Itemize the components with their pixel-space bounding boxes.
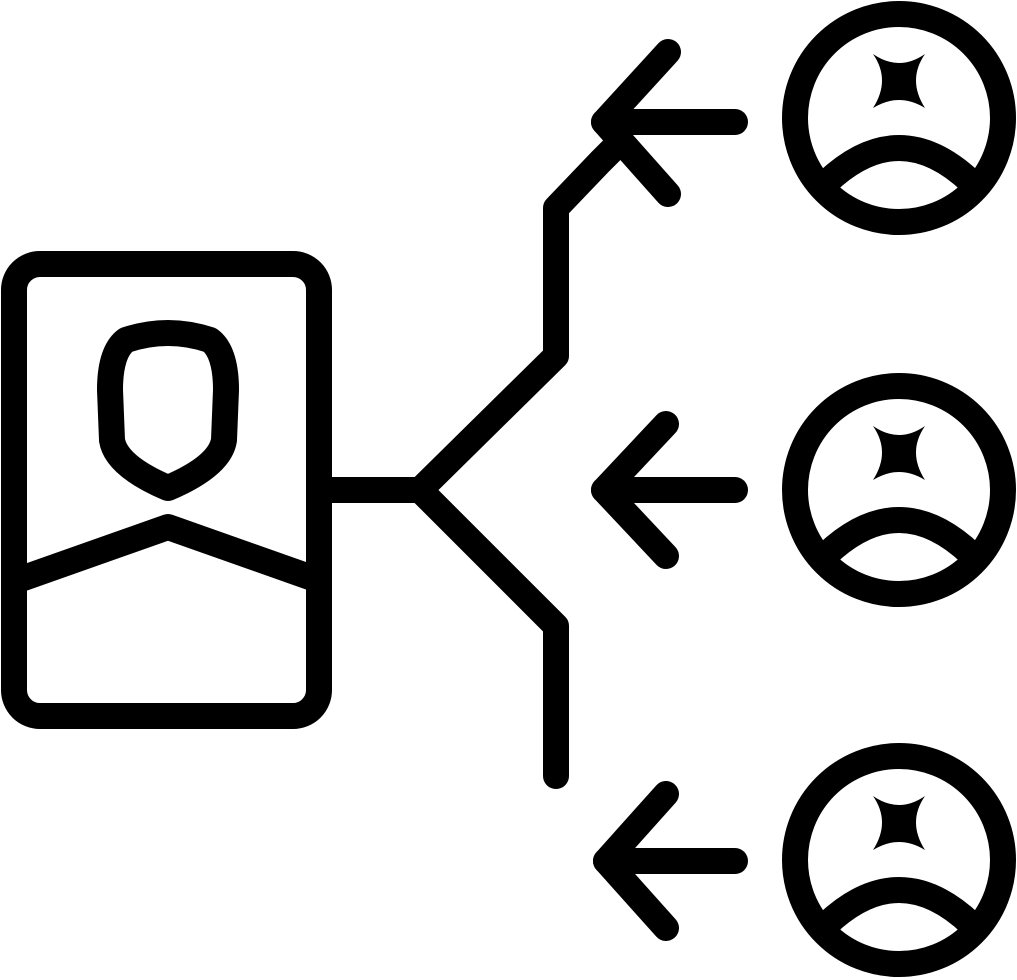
arrow-left-icon bbox=[591, 411, 748, 569]
angry-face-icon bbox=[782, 1, 1016, 235]
angry-face-icon bbox=[782, 373, 1016, 607]
profile-card-icon bbox=[1, 251, 332, 729]
branching-connector bbox=[306, 129, 633, 789]
angry-face-icon bbox=[782, 743, 1016, 977]
arrow-left-icon bbox=[591, 39, 748, 207]
person-icon bbox=[5, 320, 331, 593]
arrow-left-icon bbox=[593, 781, 748, 941]
